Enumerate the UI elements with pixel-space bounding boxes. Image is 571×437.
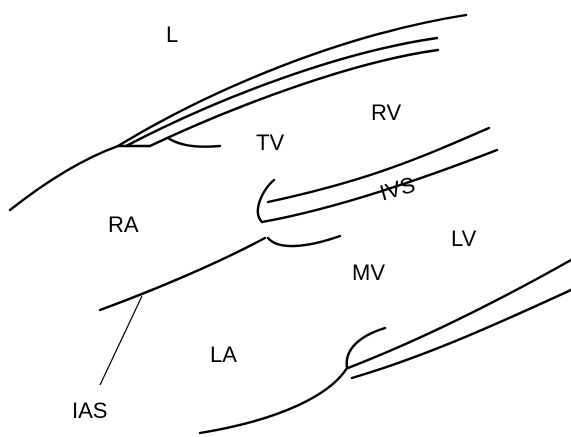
- anterior-wall-inner: [150, 50, 438, 146]
- lv-posterior-wall-inner: [352, 290, 571, 378]
- tricuspid-valve-leaflet: [168, 138, 220, 147]
- ias-leader-line: [100, 296, 142, 385]
- av-boundary-line: [100, 238, 265, 310]
- label-right-atrium: RA: [108, 212, 139, 237]
- mitral-valve-anterior-leaflet: [268, 236, 340, 246]
- label-interatrial-septum: IAS: [72, 398, 107, 423]
- label-left-ventricle: LV: [451, 226, 477, 251]
- right-atrium-outer-wall: [10, 146, 150, 210]
- label-mitral-valve: MV: [352, 260, 385, 285]
- label-interventricular-septum: IVS: [377, 172, 418, 206]
- label-lung: L: [166, 22, 178, 47]
- label-right-ventricle: RV: [371, 100, 401, 125]
- left-atrium-posterior-wall: [200, 368, 347, 433]
- label-tricuspid-valve: TV: [256, 130, 284, 155]
- label-left-atrium: LA: [210, 342, 237, 367]
